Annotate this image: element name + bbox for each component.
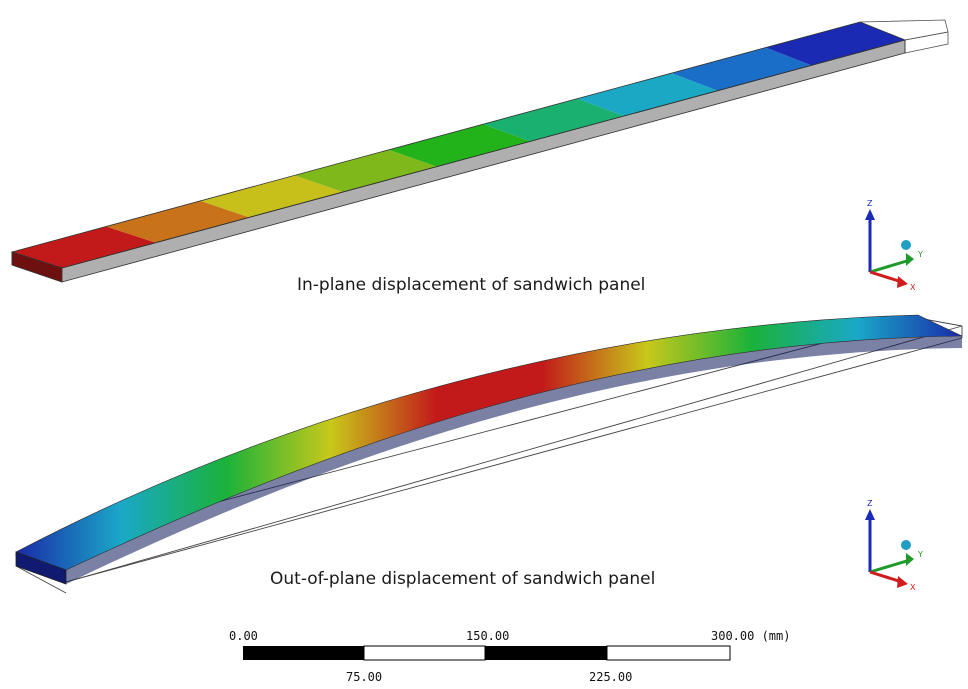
undeformed-outline-top bbox=[14, 317, 963, 583]
x-axis-arrowhead-icon bbox=[897, 276, 908, 288]
origin-sphere-icon bbox=[901, 240, 911, 250]
in-plane-color-bands bbox=[10, 21, 907, 269]
scale-bar-segment-2 bbox=[363, 645, 486, 661]
z-axis-label: Z bbox=[867, 499, 873, 508]
axis-triad-bottom: Z Y X bbox=[865, 499, 923, 592]
undeformed-outline-bottom bbox=[65, 337, 963, 583]
color-band bbox=[12, 226, 156, 268]
color-band bbox=[765, 22, 905, 66]
x-axis-arrowhead-icon bbox=[897, 576, 908, 588]
in-plane-panel-side bbox=[11, 39, 906, 283]
out-of-plane-caption: Out-of-plane displacement of sandwich pa… bbox=[270, 569, 655, 589]
scale-label-225: 225.00 bbox=[589, 670, 632, 684]
origin-sphere-icon bbox=[901, 540, 911, 550]
color-band bbox=[294, 149, 437, 192]
out-of-plane-panel bbox=[14, 314, 963, 594]
x-axis-line bbox=[869, 570, 903, 584]
scale-bar: 0.00 150.00 300.00 (mm) 75.00 225.00 bbox=[229, 629, 790, 684]
x-axis-label: X bbox=[910, 283, 916, 292]
y-axis-line bbox=[869, 258, 911, 274]
in-plane-panel-ghost-side bbox=[904, 31, 949, 54]
scale-bar-segment-1 bbox=[243, 646, 364, 660]
z-axis-arrowhead-icon bbox=[865, 209, 875, 220]
y-axis-label: Y bbox=[917, 250, 923, 259]
scale-label-300: 300.00 (mm) bbox=[711, 629, 790, 643]
y-axis-line bbox=[869, 558, 911, 574]
axis-triad-top: Z Y X bbox=[865, 199, 923, 292]
x-axis-line bbox=[869, 270, 903, 284]
scale-bar-segment-4 bbox=[606, 645, 731, 661]
scale-bar-segment-3 bbox=[485, 646, 607, 660]
in-plane-panel bbox=[10, 19, 949, 283]
y-axis-arrowhead-icon bbox=[906, 553, 914, 566]
in-plane-panel-end bbox=[11, 251, 63, 283]
color-band bbox=[671, 47, 812, 91]
color-band bbox=[483, 98, 624, 142]
deformed-panel-end bbox=[15, 551, 67, 585]
x-axis-label: X bbox=[910, 583, 916, 592]
color-band bbox=[106, 200, 250, 243]
color-band bbox=[388, 124, 531, 167]
undeformed-outline-end bbox=[15, 565, 67, 594]
in-plane-caption: In-plane displacement of sandwich panel bbox=[297, 275, 645, 295]
y-axis-label: Y bbox=[917, 550, 923, 559]
y-axis-arrowhead-icon bbox=[906, 253, 914, 266]
scale-label-0: 0.00 bbox=[229, 629, 258, 643]
z-axis-label: Z bbox=[867, 199, 873, 208]
scale-label-150: 150.00 bbox=[466, 629, 509, 643]
z-axis-arrowhead-icon bbox=[865, 509, 875, 520]
color-band bbox=[577, 73, 718, 116]
color-band bbox=[200, 175, 343, 218]
deformed-panel-top bbox=[15, 314, 963, 571]
scale-label-75: 75.00 bbox=[346, 670, 382, 684]
